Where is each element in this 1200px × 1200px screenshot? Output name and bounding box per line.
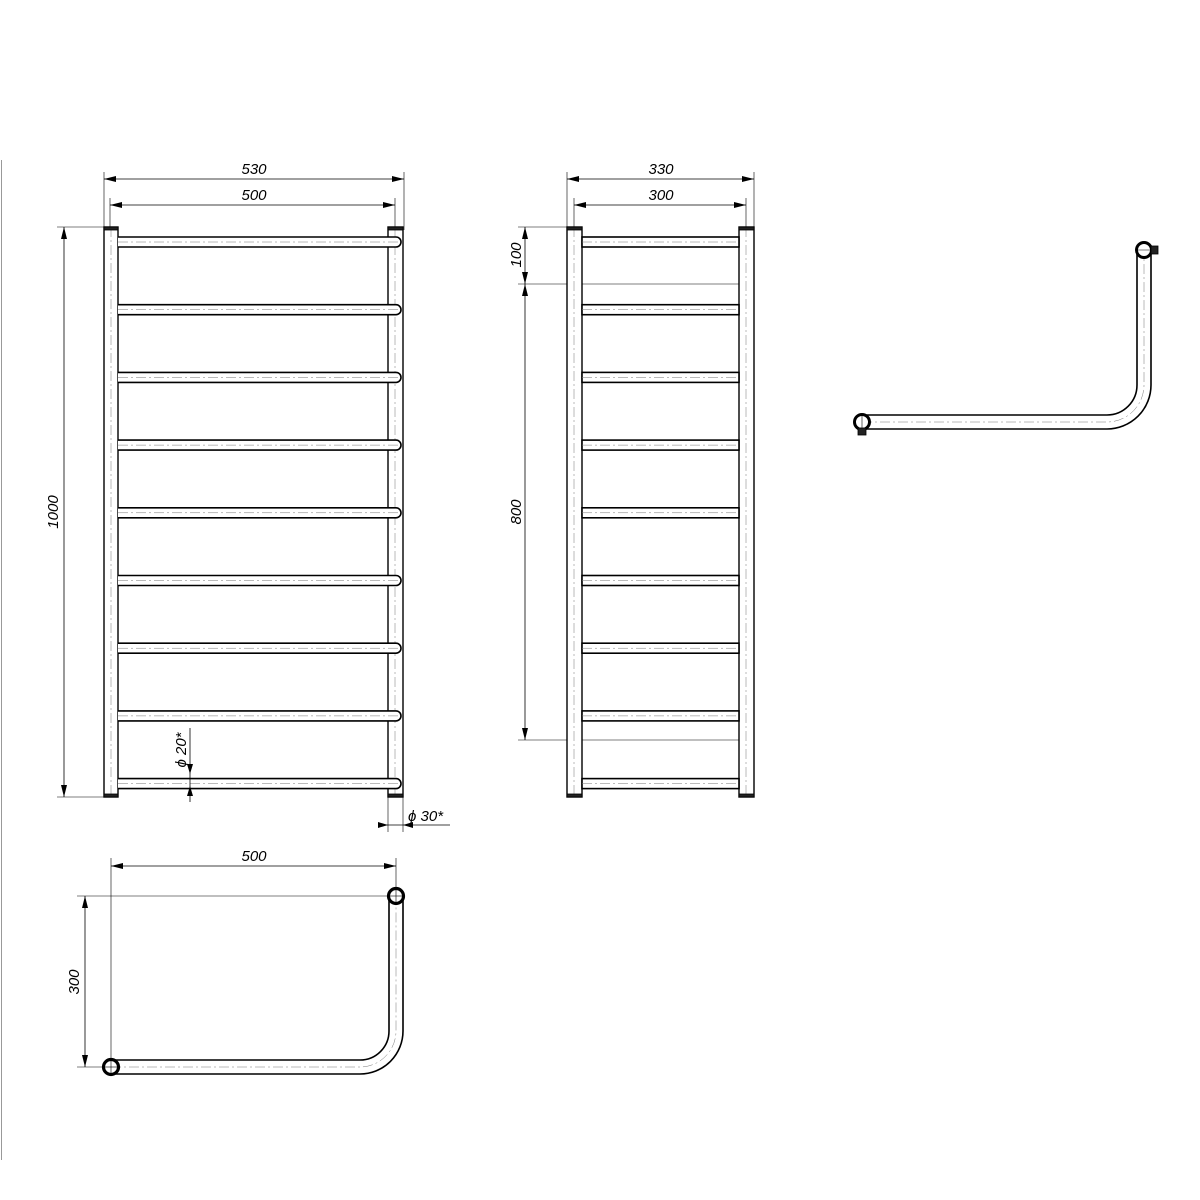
side-rungs (581, 236, 740, 790)
dim-label-1000: 1000 (45, 495, 62, 529)
dim-plan-depth: 300 (66, 895, 396, 1068)
dim-rail-diameter: ϕ 30* (378, 797, 450, 832)
corner-pipe-outline (861, 249, 1152, 430)
front-rung (118, 777, 402, 790)
front-rung (118, 371, 402, 384)
dim-label-530: 530 (241, 161, 267, 178)
front-rungs (118, 236, 402, 790)
front-rung (118, 507, 402, 519)
front-rung (118, 710, 402, 722)
side-view: 330 300 100 800 (508, 161, 755, 798)
plan-view: 500 300 (66, 848, 406, 1077)
dim-label-800: 800 (508, 499, 525, 525)
front-rung (118, 303, 402, 316)
dim-pipe-width: 500 (109, 187, 396, 230)
dim-label-phi30: ϕ 30* (408, 808, 444, 825)
dim-rung-diameter: ϕ 20* (173, 728, 193, 802)
dim-label-100: 100 (508, 242, 525, 268)
front-view: 530 500 1000 (45, 161, 450, 832)
dim-top-offset: 100 (508, 226, 750, 285)
corner-pipe-view-small (853, 241, 1159, 436)
dim-overall-depth: 330 (566, 161, 755, 230)
front-rung (118, 439, 402, 451)
dim-label-300-side: 300 (648, 187, 674, 204)
dim-plan-width: 500 (110, 848, 397, 1068)
dim-label-330: 330 (648, 161, 674, 178)
dim-pipe-depth: 300 (573, 187, 747, 230)
dim-label-300-plan: 300 (66, 969, 83, 995)
dim-connection-spacing: 800 (508, 284, 750, 741)
dim-label-phi20: ϕ 20* (173, 731, 190, 767)
dim-label-500-plan: 500 (241, 848, 267, 865)
dim-label-500-front: 500 (241, 187, 267, 204)
plan-pipe-outline (110, 895, 404, 1075)
front-rung (118, 642, 402, 654)
side-right-rail (738, 226, 755, 798)
front-rung (118, 236, 402, 248)
front-rung (118, 574, 402, 587)
dim-height: 1000 (45, 226, 104, 798)
side-left-rail (566, 226, 583, 798)
dim-overall-width: 530 (103, 161, 405, 230)
